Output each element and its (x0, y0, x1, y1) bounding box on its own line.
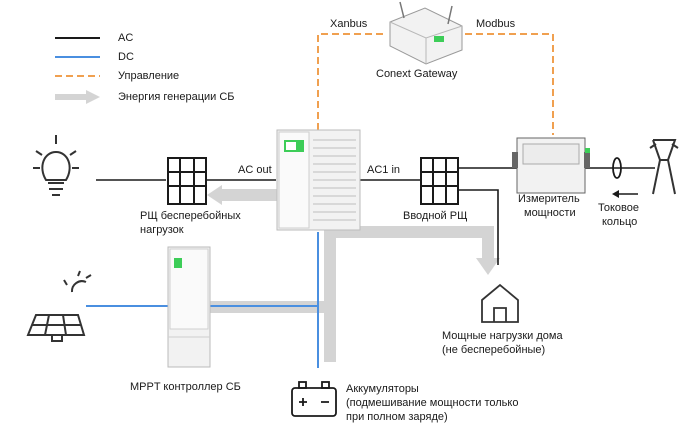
modbus-link (465, 33, 554, 135)
legend (55, 37, 100, 104)
xanbus-link (317, 33, 385, 130)
battery-label-line3: при полном заряде) (346, 411, 448, 423)
ac-lines (96, 167, 655, 265)
input-panel-icon (420, 157, 459, 205)
legend-energy-label: Энергия генерации СБ (118, 91, 235, 103)
gateway-label: Conext Gateway (376, 68, 458, 80)
house-loads-label-line1: Мощные нагрузки дома (442, 330, 563, 342)
ups-panel-label-line1: РЩ бесперебойных (140, 210, 241, 222)
house-loads-label-line2: (не бесперебойные) (442, 344, 546, 356)
mppt-label: MPPT контроллер СБ (130, 381, 241, 393)
energy-arrowhead-house (476, 258, 500, 275)
ups-panel-label-line2: нагрузок (140, 224, 184, 236)
current-ring-label-line2: кольцо (602, 216, 638, 228)
legend-ac-label: AC (118, 32, 134, 44)
light-bulb-icon (33, 135, 79, 196)
inverter-charger (276, 129, 361, 231)
solar-panel-icon (26, 314, 86, 342)
ac1-in-label: AC1 in (367, 164, 401, 176)
legend-energy-arrowhead (86, 90, 100, 104)
input-panel-label: Вводной РЩ (403, 210, 468, 222)
dc-lines (86, 232, 319, 368)
energy-arrowhead-ups (207, 185, 222, 205)
ac-line-house (458, 189, 499, 265)
control-links (317, 33, 554, 135)
energy-flow-mppt (210, 226, 494, 313)
ac-out-label: AC out (238, 164, 272, 176)
current-ring-icon (612, 157, 638, 198)
gateway-device (389, 1, 463, 65)
battery-label-line2: (подмешивание мощности только (346, 397, 519, 409)
sun-icon (63, 270, 92, 293)
legend-control-label: Управление (118, 70, 180, 82)
house-icon (481, 283, 519, 323)
meter-label-line2: мощности (524, 207, 576, 219)
legend-dc-label: DC (118, 51, 134, 63)
modbus-label: Modbus (476, 18, 516, 30)
ups-panel-icon (167, 157, 207, 205)
power-pylon-icon (649, 139, 679, 195)
battery-label-line1: Аккумуляторы (346, 383, 419, 395)
power-meter (512, 137, 590, 194)
current-ring-label-line1: Токовое (598, 202, 639, 214)
mppt-controller (167, 246, 211, 368)
battery-icon (291, 381, 337, 417)
meter-label-line1: Измеритель (518, 193, 580, 205)
xanbus-label: Xanbus (330, 18, 368, 30)
